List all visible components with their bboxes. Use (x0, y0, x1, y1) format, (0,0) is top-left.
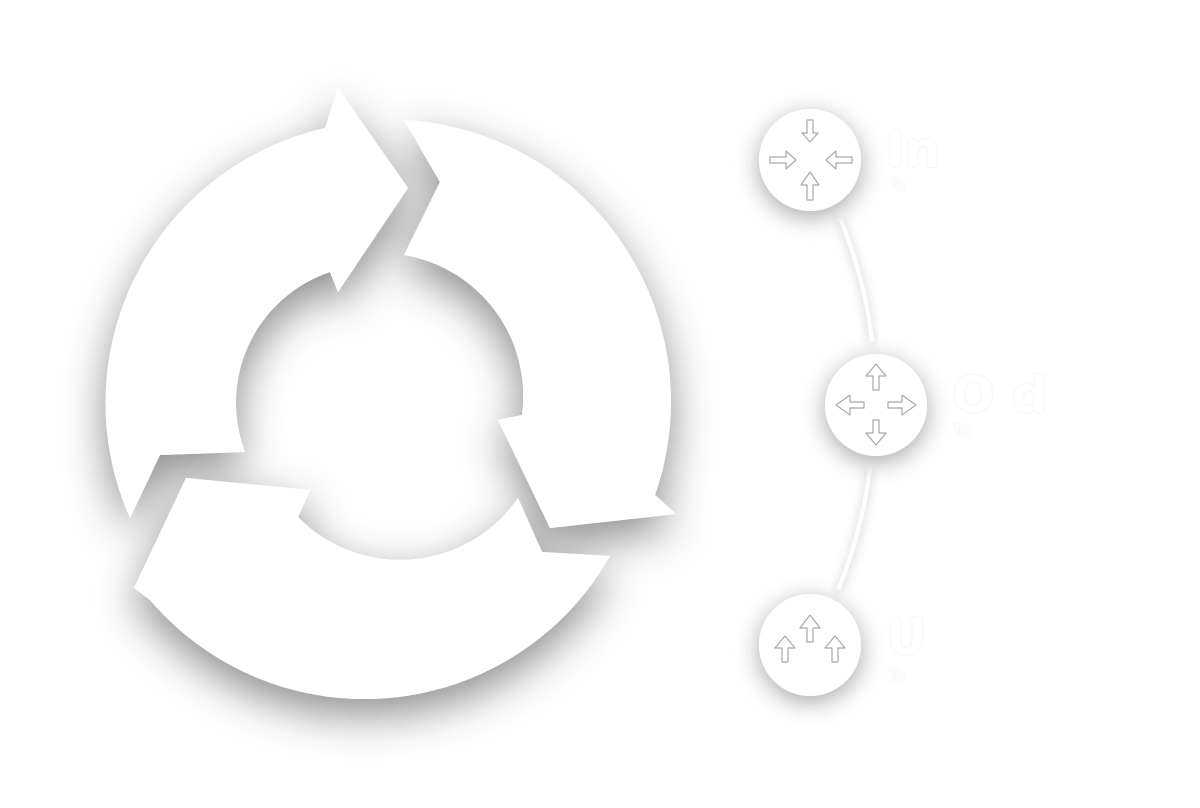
step-3-title: U (886, 608, 927, 666)
step-2-subtitle: To (952, 421, 970, 441)
step-circle-2 (825, 354, 927, 456)
connector-upper (838, 217, 874, 343)
step-3-subtitle: To (888, 667, 906, 687)
step-circle-1 (759, 109, 861, 211)
step-circle-3 (759, 594, 861, 696)
cycle-arrow-left (105, 88, 408, 518)
connector-lower (836, 467, 872, 591)
step-connectors (836, 217, 874, 591)
cycle-arrow-right (404, 120, 676, 528)
arrows-outward-icon (835, 363, 917, 446)
step-2-title: O d (952, 366, 1048, 424)
cycle-arrow-bottom (134, 478, 610, 700)
step-1-title: In (886, 121, 941, 179)
step-1-subtitle: To (888, 175, 906, 195)
arrows-up-icon (774, 614, 846, 663)
cycle-arrows (105, 88, 676, 700)
arrows-inward-icon (769, 119, 853, 201)
